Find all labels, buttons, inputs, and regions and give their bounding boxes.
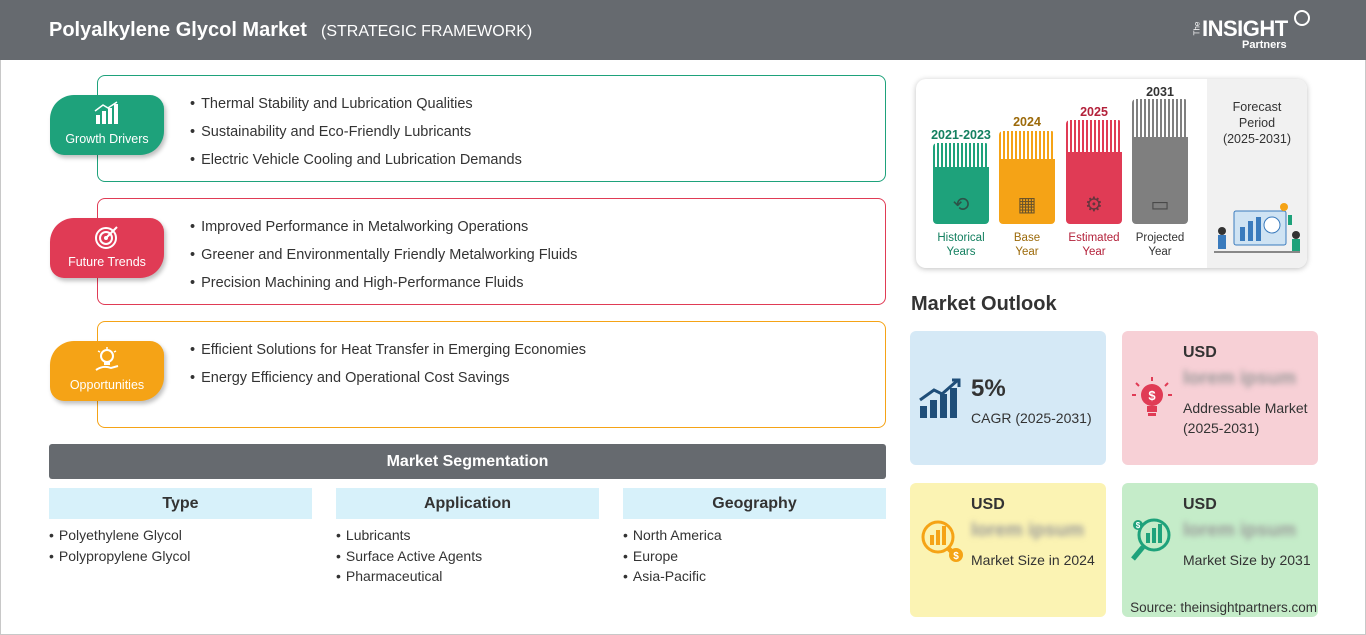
timeline-year-label: 2024 [1013,115,1041,129]
source-note: Source: theinsightpartners.com [1130,600,1317,615]
lightbulb-hand-icon [95,347,119,371]
list-item: Precision Machining and High-Performance… [190,275,577,303]
list-item: Asia-Pacific [623,566,886,587]
opportunities-label: Opportunities [69,378,145,392]
forecast-period-title: Forecast Period [1232,100,1282,130]
timeline-year-label: 2025 [1080,105,1108,119]
timeline-bar-stripes [1066,120,1122,152]
list-item: Electric Vehicle Cooling and Lubrication… [190,152,522,180]
magnifier-chart-icon: $ [1131,518,1171,561]
growth-chart-icon [919,378,961,418]
size-2031-value: lorem ipsum [1183,520,1296,541]
list-item: Energy Efficiency and Operational Cost S… [190,370,586,398]
cagr-label: CAGR (2025-2031) [971,410,1092,426]
list-item: Europe [623,546,886,567]
dollar-bulb-icon: $ [1132,377,1172,416]
growth-drivers-list: Thermal Stability and Lubrication Qualit… [190,96,522,180]
forecast-period-panel: Forecast Period (2025-2031) [1207,79,1307,268]
svg-text:$: $ [1148,388,1156,403]
magnifier-chart-icon: $ [921,520,963,562]
segment-type: Type Polyethylene Glycol Polypropylene G… [49,488,312,566]
future-trends-box: Improved Performance in Metalworking Ope… [97,198,886,305]
market-size-2024-card: $ USD lorem ipsum Market Size in 2024 [910,483,1106,617]
segment-application-heading: Application [336,488,599,519]
list-item: Surface Active Agents [336,546,599,567]
size-2031-currency: USD [1183,496,1217,513]
cagr-value: 5% [971,375,1006,402]
timeline-bar-stripes [1132,99,1188,137]
market-size-2031-card: $ USD lorem ipsum Market Size by 2031 [1122,483,1318,617]
bar-chart-growth-icon [94,101,118,124]
segment-type-heading: Type [49,488,312,519]
size-2024-currency: USD [971,496,1005,513]
growth-drivers-badge: Growth Drivers [50,95,164,155]
svg-text:$: $ [1136,521,1141,530]
timeline-bar-stripes [933,143,989,167]
list-item: Sustainability and Eco-Friendly Lubrican… [190,124,522,152]
logo-insight: INSIGHT [1202,16,1288,41]
timeline-bar-2: ⚙ [1066,120,1122,224]
timeline-bar-stripes [999,131,1055,159]
insight-partners-logo[interactable]: The INSIGHT Partners [1190,10,1315,54]
forecast-period-range: (2025-2031) [1222,132,1292,146]
addressable-value: lorem ipsum [1183,368,1296,389]
calendar-icon: ▦ [1017,192,1037,216]
growth-drivers-label: Growth Drivers [65,132,149,146]
timeline-bar-solid [1132,137,1188,224]
list-item: Efficient Solutions for Heat Transfer in… [190,342,586,370]
target-icon [95,226,118,249]
timeline-bar-3: ▭ [1132,99,1188,224]
addressable-market-card: $ USD lorem ipsum Addressable Market (20… [1122,331,1318,465]
timeline-bar-solid [1066,152,1122,224]
history-icon: ⟲ [952,192,970,216]
opportunities-box: Efficient Solutions for Heat Transfer in… [97,321,886,428]
timeline-year-label: 2021-2023 [931,128,991,142]
addressable-label: Addressable Market (2025-2031) [1183,400,1308,436]
future-trends-label: Future Trends [68,255,146,269]
list-item: Pharmaceutical [336,566,599,587]
logo-ring-icon [1294,10,1310,26]
segment-geography: Geography North America Europe Asia-Paci… [623,488,886,587]
opportunities-badge: Opportunities [50,341,164,401]
page-subtitle: (STRATEGIC FRAMEWORK) [321,23,533,40]
future-trends-list: Improved Performance in Metalworking Ope… [190,219,577,303]
growth-drivers-box: Thermal Stability and Lubrication Qualit… [97,75,886,182]
future-trends-badge: Future Trends [50,218,164,278]
list-item: Polypropylene Glycol [49,546,312,567]
logo-the: The [1192,21,1202,36]
list-item: Improved Performance in Metalworking Ope… [190,219,577,247]
market-outlook-title: Market Outlook [911,293,1057,315]
cagr-card: 5% CAGR (2025-2031) [910,331,1106,465]
list-item: Lubricants [336,525,599,546]
logo-partners: Partners [1242,39,1287,51]
timeline-bar-0: ⟲ [933,143,989,224]
presentation-icon: ▭ [1150,192,1170,216]
size-2024-label: Market Size in 2024 [971,552,1095,568]
segment-application: Application Lubricants Surface Active Ag… [336,488,599,587]
timeline-year-label: 2031 [1146,85,1174,99]
opportunities-list: Efficient Solutions for Heat Transfer in… [190,342,586,398]
page-title: Polyalkylene Glycol Market [49,19,307,41]
timeline-bar-1: ▦ [999,131,1055,224]
svg-text:$: $ [953,551,959,562]
list-item: North America [623,525,886,546]
segment-geography-heading: Geography [623,488,886,519]
addressable-currency: USD [1183,344,1217,361]
analytics-illustration-icon [1214,203,1300,253]
timeline-bar-solid [999,159,1055,224]
gears-icon: ⚙ [1085,192,1103,216]
size-2031-label: Market Size by 2031 [1183,552,1311,568]
timeline-bar-solid [933,167,989,224]
list-item: Polyethylene Glycol [49,525,312,546]
header-bar: Polyalkylene Glycol Market (STRATEGIC FR… [0,0,1366,60]
market-segmentation-header: Market Segmentation [49,444,886,479]
size-2024-value: lorem ipsum [971,520,1084,541]
list-item: Greener and Environmentally Friendly Met… [190,247,577,275]
list-item: Thermal Stability and Lubrication Qualit… [190,96,522,124]
